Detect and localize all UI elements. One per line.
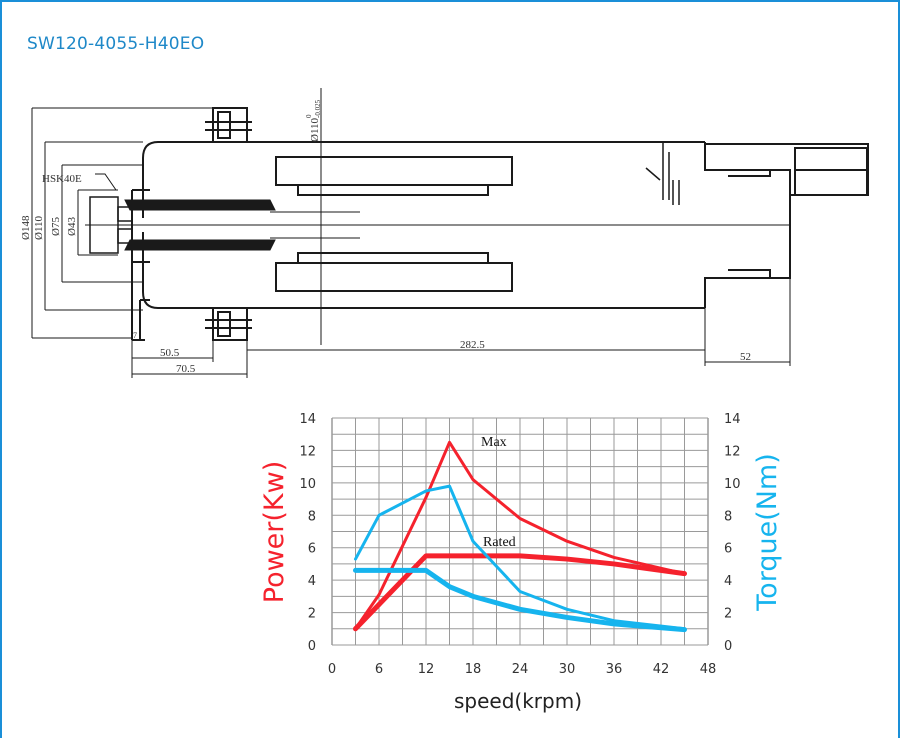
x-tick-label: 48 bbox=[700, 662, 717, 677]
chart-series bbox=[353, 440, 687, 633]
dim-282-5: 282.5 bbox=[460, 339, 485, 351]
x-tick-label: 6 bbox=[375, 662, 383, 677]
series-max-torque bbox=[354, 484, 686, 631]
y-right-tick-label: 0 bbox=[724, 639, 732, 654]
y-right-tick-label: 4 bbox=[724, 574, 732, 589]
dim-d75: Ø75 bbox=[50, 217, 62, 236]
x-tick-label: 24 bbox=[512, 662, 529, 677]
bottom-clamp bbox=[212, 307, 248, 341]
x-tick-label: 42 bbox=[653, 662, 670, 677]
y-right-tick-label: 10 bbox=[724, 477, 741, 492]
y-right-tick-label: 2 bbox=[724, 607, 732, 622]
x-tick-label: 18 bbox=[465, 662, 482, 677]
x-tick-label: 30 bbox=[559, 662, 576, 677]
series-rated-torque bbox=[353, 567, 687, 633]
y-right-tick-label: 8 bbox=[724, 509, 732, 524]
y-left-tick-label: 2 bbox=[308, 607, 316, 622]
y-right-tick-label: 6 bbox=[724, 542, 732, 557]
y-right-tick-label: 12 bbox=[724, 444, 741, 459]
spindle-body bbox=[142, 141, 705, 309]
dim-d43: Ø43 bbox=[66, 217, 78, 236]
y-left-label: Power(Kw) bbox=[259, 461, 290, 604]
spindle-drawing: HSK40E Ø148 Ø110 Ø75 Ø43 Ø110 0 -0.025 5… bbox=[20, 88, 869, 378]
x-tick-label: 0 bbox=[328, 662, 336, 677]
y-right-label: Torque(Nm) bbox=[752, 453, 783, 611]
hsk-label: HSK40E bbox=[42, 173, 82, 185]
y-left-tick-label: 6 bbox=[308, 542, 316, 557]
y-left-tick-label: 8 bbox=[308, 509, 316, 524]
x-tick-label: 12 bbox=[418, 662, 435, 677]
x-axis-label: speed(krpm) bbox=[454, 689, 582, 713]
annotation-rated: Rated bbox=[483, 535, 516, 550]
model-title: SW120-4055-H40EO bbox=[27, 34, 205, 54]
front-flange bbox=[131, 189, 150, 341]
dim-d110: Ø110 bbox=[33, 215, 45, 240]
x-tick-label: 36 bbox=[606, 662, 623, 677]
dim-d148: Ø148 bbox=[20, 215, 32, 240]
dim-70-5: 70.5 bbox=[176, 363, 196, 375]
y-left-tick-label: 0 bbox=[308, 639, 316, 654]
y-left-tick-label: 10 bbox=[299, 477, 316, 492]
y-left-tick-label: 14 bbox=[299, 412, 316, 427]
dim-7: 7 bbox=[133, 331, 137, 340]
dim-50-5: 50.5 bbox=[160, 347, 180, 359]
y-left-tick-label: 4 bbox=[308, 574, 316, 589]
y-right-tick-label: 14 bbox=[724, 412, 741, 427]
annotation-max: Max bbox=[481, 435, 507, 450]
tol-upper: 0 bbox=[305, 114, 313, 118]
top-clamp bbox=[212, 107, 248, 143]
y-left-tick-label: 12 bbox=[299, 444, 316, 459]
hsk-shaft bbox=[89, 196, 276, 254]
dim-d110-tol: Ø110 bbox=[309, 117, 321, 142]
tol-lower: -0.025 bbox=[314, 99, 322, 118]
series-max-power bbox=[354, 440, 686, 631]
dim-52: 52 bbox=[740, 351, 751, 363]
